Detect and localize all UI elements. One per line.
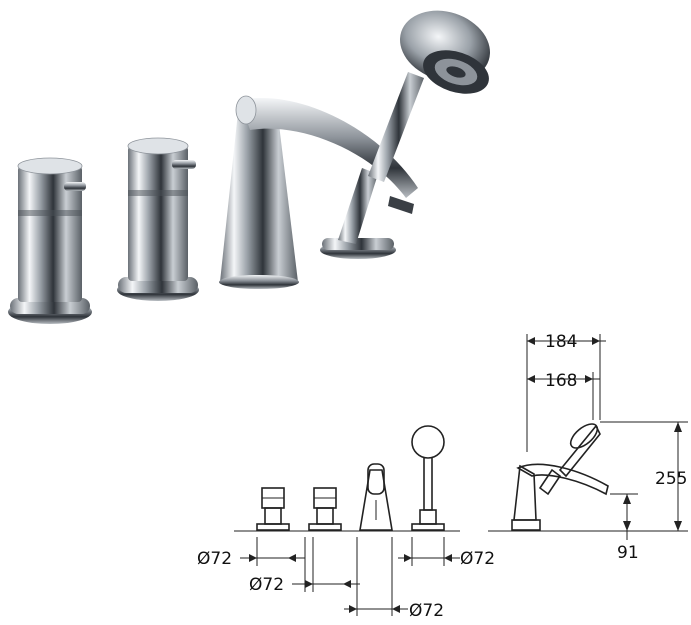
mixer-valve-left bbox=[8, 157, 92, 324]
dim-label-reach-inner: 168 bbox=[545, 371, 577, 391]
product-illustration bbox=[8, 10, 490, 324]
front-valve-2 bbox=[308, 487, 342, 531]
hand-shower bbox=[320, 10, 490, 259]
dim-label-height-total: 255 bbox=[655, 469, 687, 489]
dim-label-spout-height: 91 bbox=[617, 543, 639, 563]
side-spout bbox=[511, 463, 609, 531]
mixer-valve-right bbox=[117, 137, 199, 301]
dim-label-d4: Ø72 bbox=[460, 549, 495, 569]
front-valve-1 bbox=[256, 487, 290, 531]
side-hand-shower bbox=[538, 423, 601, 496]
front-view-drawing: Ø72 Ø72 Ø72 Ø72 bbox=[197, 425, 495, 621]
front-hand-shower bbox=[411, 425, 445, 531]
front-spout bbox=[359, 463, 393, 531]
side-view-drawing: 184 168 255 91 bbox=[488, 332, 688, 563]
dim-label-d3: Ø72 bbox=[409, 601, 444, 621]
dim-label-reach-outer: 184 bbox=[545, 332, 577, 352]
dim-label-d2: Ø72 bbox=[249, 575, 284, 595]
bath-spout bbox=[219, 95, 418, 289]
dim-label-d1: Ø72 bbox=[197, 549, 232, 569]
